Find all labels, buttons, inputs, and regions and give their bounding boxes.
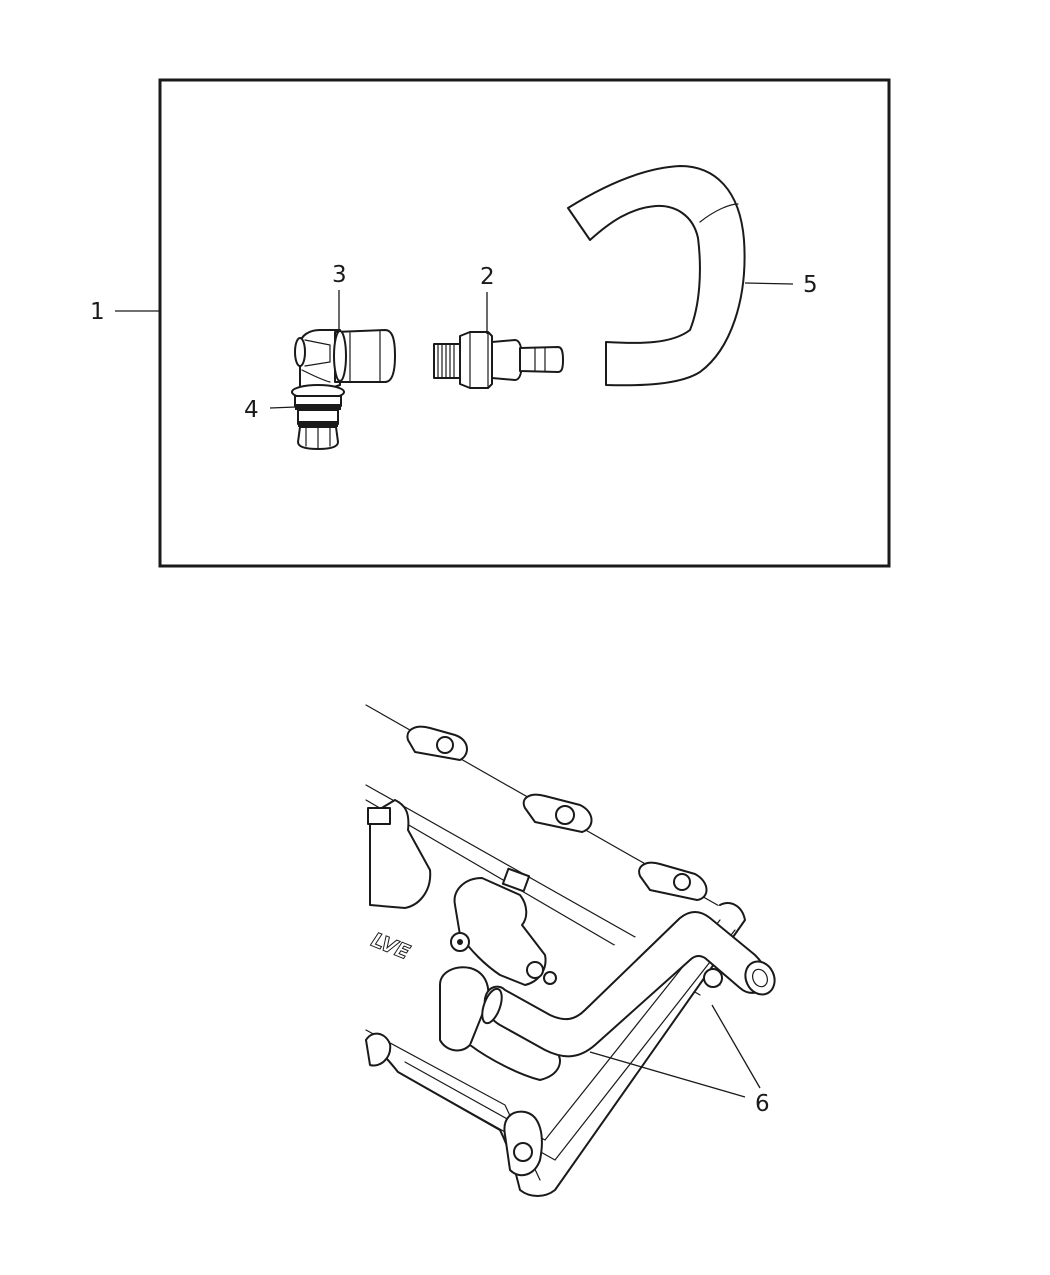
elbow-fitting	[294, 329, 396, 396]
callout-2-label: 2	[480, 264, 495, 290]
callout-5: 5	[744, 272, 818, 298]
callout-4-leader	[269, 406, 297, 409]
hose	[567, 165, 746, 387]
callout-1: 1	[90, 299, 160, 325]
callout-4: 4	[244, 397, 297, 423]
grommet-connector	[291, 384, 345, 450]
kit-box	[158, 78, 891, 568]
callout-5-leader	[744, 282, 794, 285]
callout-6: 6	[589, 1004, 770, 1117]
callout-6-leader-a	[589, 1051, 746, 1098]
callout-6-leader-b	[711, 1004, 761, 1089]
callout-3-label: 3	[332, 262, 347, 288]
callout-2: 2	[480, 264, 495, 334]
callout-3: 3	[332, 262, 347, 332]
callout-4-label: 4	[244, 397, 259, 423]
valve-cover-assembly: LVE	[365, 704, 776, 1197]
pcv-valve	[433, 331, 564, 389]
embossed-lve-text: LVE	[368, 927, 414, 964]
callout-1-label: 1	[90, 299, 105, 325]
callout-5-label: 5	[803, 272, 818, 298]
callout-6-label: 6	[755, 1091, 770, 1117]
